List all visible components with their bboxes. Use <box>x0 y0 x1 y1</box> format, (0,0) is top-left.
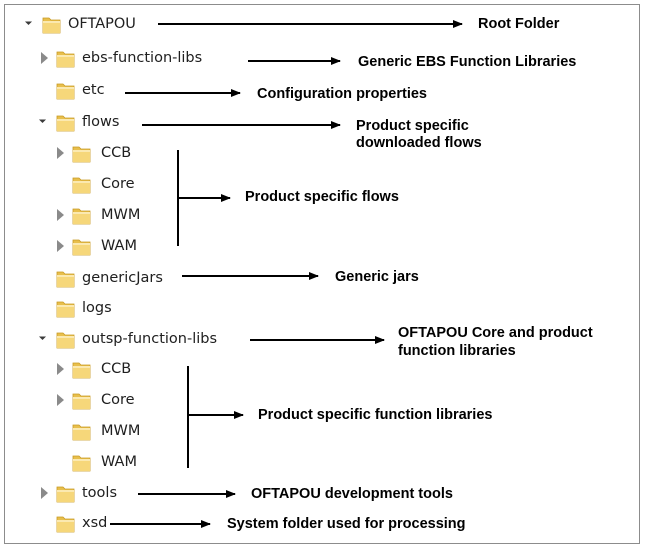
tree-item-label: outsp-function-libs <box>82 331 218 347</box>
tree-item-etc[interactable]: etc <box>40 80 130 102</box>
tree-view-panel <box>4 4 640 544</box>
tree-item-label: OFTAPOU <box>68 16 136 32</box>
tree-item-outsp-mwm[interactable]: MWM <box>56 421 146 443</box>
tree-item-label: MWM <box>101 207 141 223</box>
folder-icon <box>56 83 75 100</box>
folder-icon <box>56 301 75 318</box>
annotation-product-specific-function-libraries: Product specific function libraries <box>258 407 493 423</box>
annotation-outsp-line1: OFTAPOU Core and product <box>398 325 593 341</box>
folder-icon <box>72 208 91 225</box>
annotation-product-specific-flows: Product specific flows <box>245 189 399 205</box>
tree-item-outsp-core[interactable]: Core <box>56 390 146 412</box>
folder-icon <box>56 115 75 132</box>
tree-item-flows-wam[interactable]: WAM <box>56 236 146 258</box>
tree-item-label: flows <box>82 114 120 130</box>
folder-icon <box>72 146 91 163</box>
annotation-configuration-properties: Configuration properties <box>257 86 427 102</box>
annotation-outsp-line2: function libraries <box>398 343 516 359</box>
folder-icon <box>72 177 91 194</box>
annotation-development-tools: OFTAPOU development tools <box>251 486 453 502</box>
tree-item-label: tools <box>82 485 118 501</box>
tree-item-label: xsd <box>82 515 108 531</box>
annotation-flows-line2: downloaded flows <box>356 135 482 151</box>
tree-item-logs[interactable]: logs <box>40 298 130 320</box>
collapsed-triangle-icon[interactable] <box>57 209 64 221</box>
tree-item-label: WAM <box>101 238 137 254</box>
folder-icon <box>72 239 91 256</box>
folder-icon <box>56 271 75 288</box>
tree-item-genericjars[interactable]: genericJars <box>40 268 180 290</box>
annotation-root-folder: Root Folder <box>478 16 560 32</box>
collapsed-triangle-icon[interactable] <box>41 487 48 499</box>
folder-icon <box>72 424 91 441</box>
tree-item-flows-core[interactable]: Core <box>56 174 146 196</box>
annotation-system-folder: System folder used for processing <box>227 516 466 532</box>
tree-item-label: MWM <box>101 423 141 439</box>
tree-item-label: Core <box>101 176 135 192</box>
tree-item-label: logs <box>82 300 112 316</box>
tree-item-ebs-function-libs[interactable]: ebs-function-libs <box>40 48 250 70</box>
tree-item-oftapou[interactable]: OFTAPOU <box>24 14 164 36</box>
tree-item-label: Core <box>101 392 135 408</box>
tree-item-label: CCB <box>101 361 132 377</box>
folder-icon <box>56 486 75 503</box>
annotation-generic-jars: Generic jars <box>335 269 419 285</box>
tree-item-label: WAM <box>101 454 137 470</box>
annotation-generic-ebs-function-libraries: Generic EBS Function Libraries <box>358 54 577 70</box>
tree-item-label: CCB <box>101 145 132 161</box>
tree-item-label: etc <box>82 82 105 98</box>
tree-item-outsp-wam[interactable]: WAM <box>56 452 146 474</box>
folder-icon <box>42 17 61 34</box>
annotation-flows-line1: Product specific <box>356 118 469 134</box>
folder-icon <box>72 362 91 379</box>
tree-item-flows[interactable]: flows <box>38 112 140 134</box>
tree-item-label: ebs-function-libs <box>82 50 203 66</box>
folder-icon <box>56 51 75 68</box>
folder-icon <box>56 332 75 349</box>
tree-item-tools[interactable]: tools <box>40 483 140 505</box>
tree-item-label: genericJars <box>82 270 163 286</box>
collapsed-triangle-icon[interactable] <box>57 394 64 406</box>
collapsed-triangle-icon[interactable] <box>57 240 64 252</box>
tree-item-xsd[interactable]: xsd <box>40 513 130 535</box>
tree-item-flows-mwm[interactable]: MWM <box>56 205 146 227</box>
folder-icon <box>72 455 91 472</box>
collapsed-triangle-icon[interactable] <box>41 52 48 64</box>
folder-icon <box>72 393 91 410</box>
folder-icon <box>56 516 75 533</box>
tree-item-outsp-ccb[interactable]: CCB <box>56 359 146 381</box>
collapsed-triangle-icon[interactable] <box>57 363 64 375</box>
tree-item-flows-ccb[interactable]: CCB <box>56 143 146 165</box>
collapsed-triangle-icon[interactable] <box>57 147 64 159</box>
tree-item-outsp-function-libs[interactable]: outsp-function-libs <box>38 329 250 351</box>
